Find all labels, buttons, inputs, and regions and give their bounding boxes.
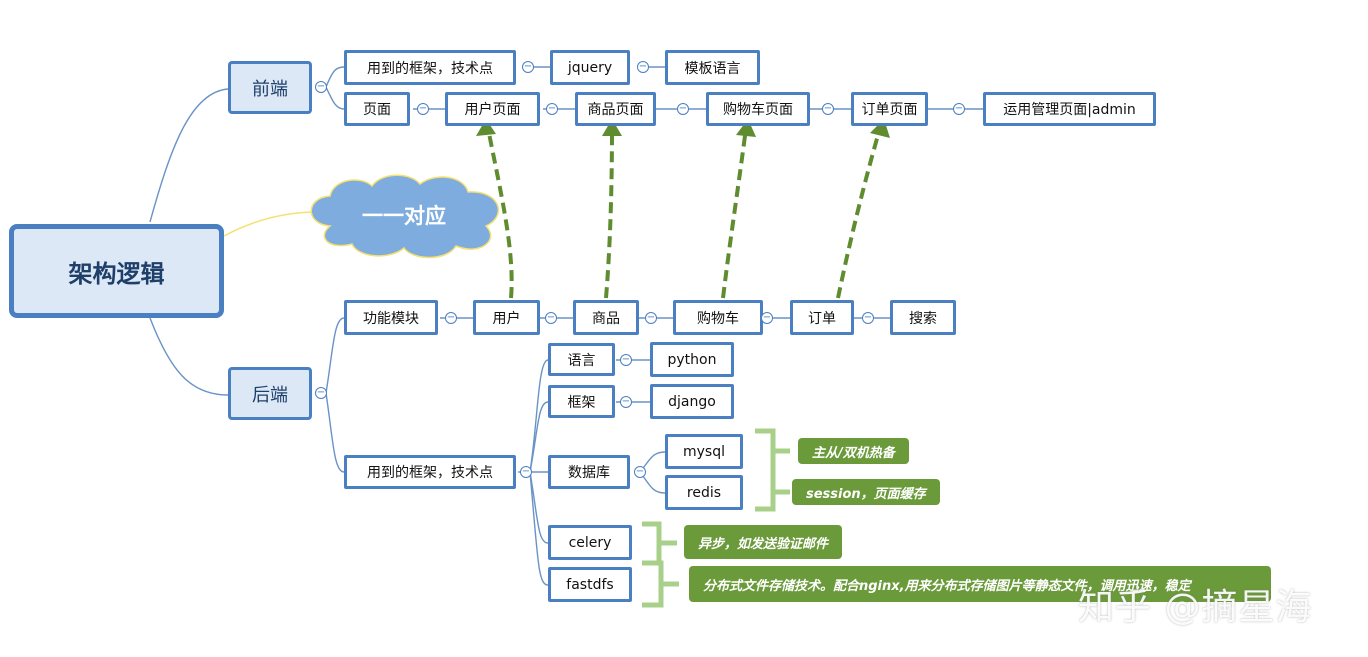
bracket — [642, 560, 664, 608]
connector — [529, 471, 549, 544]
python-node[interactable]: python — [650, 342, 734, 377]
collapse-toggle-icon[interactable]: − — [637, 61, 649, 73]
fastdfs-note: 分布式文件存储技术。配合nginx,用来分布式存储图片等静态文件，调用迅速，稳定 — [689, 566, 1271, 602]
cloud-shape — [310, 174, 500, 259]
connector — [529, 471, 549, 586]
collapse-toggle-icon[interactable]: − — [520, 466, 532, 478]
module-cart-node[interactable]: 购物车 — [673, 300, 763, 335]
order-page-node[interactable]: 订单页面 — [851, 92, 928, 126]
product-page-node[interactable]: 商品页面 — [575, 92, 656, 126]
user-page-node[interactable]: 用户页面 — [445, 92, 540, 126]
jquery-node[interactable]: jquery — [550, 50, 630, 85]
celery-note: 异步，如发送验证邮件 — [684, 525, 843, 559]
collapse-toggle-icon[interactable]: − — [862, 312, 874, 324]
connector — [149, 88, 229, 223]
admin-page-node[interactable]: 运用管理页面|admin — [983, 92, 1156, 126]
arrowhead — [602, 119, 622, 136]
collapse-toggle-icon[interactable]: − — [620, 396, 632, 408]
arrowhead — [476, 119, 496, 136]
framework-node[interactable]: 框架 — [548, 385, 615, 418]
collapse-toggle-icon[interactable]: − — [677, 103, 689, 115]
cloud-link — [223, 211, 319, 237]
collapse-toggle-icon[interactable]: − — [620, 354, 632, 366]
collapse-toggle-icon[interactable]: − — [634, 466, 646, 478]
redis-note: session，页面缓存 — [792, 479, 940, 505]
frontend-node[interactable]: 前端 — [228, 61, 312, 114]
connector — [325, 317, 345, 394]
connector — [325, 66, 345, 88]
collapse-toggle-icon[interactable]: − — [953, 103, 965, 115]
fastdfs-node[interactable]: fastdfs — [548, 567, 632, 602]
root-node[interactable]: 架构逻辑 — [9, 224, 224, 318]
collapse-toggle-icon[interactable]: − — [315, 81, 327, 93]
connector — [529, 401, 549, 473]
connector — [325, 86, 345, 110]
module-order-node[interactable]: 订单 — [790, 300, 854, 335]
collapse-toggle-icon[interactable]: − — [315, 387, 327, 399]
template-language-node[interactable]: 模板语言 — [665, 50, 760, 85]
bracket — [642, 521, 662, 566]
collapse-toggle-icon[interactable]: − — [417, 103, 429, 115]
django-node[interactable]: django — [650, 384, 734, 419]
mapping-arrow — [604, 127, 614, 299]
mapping-arrow — [836, 127, 882, 299]
collapse-toggle-icon[interactable]: − — [645, 312, 657, 324]
connector — [149, 317, 229, 396]
module-user-node[interactable]: 用户 — [473, 300, 540, 335]
backend-node[interactable]: 后端 — [228, 367, 312, 420]
collapse-toggle-icon[interactable]: − — [822, 103, 834, 115]
watermark: 知乎 @摘星海 — [1078, 587, 1313, 628]
backend-tech-node[interactable]: 用到的框架，技术点 — [344, 455, 516, 489]
module-search-node[interactable]: 搜索 — [890, 300, 956, 335]
connector — [325, 392, 345, 473]
frontend-tech-node[interactable]: 用到的框架，技术点 — [344, 50, 516, 85]
collapse-toggle-icon[interactable]: − — [445, 312, 457, 324]
modules-node[interactable]: 功能模块 — [344, 300, 438, 335]
database-node[interactable]: 数据库 — [548, 455, 630, 489]
mapping-arrow — [486, 127, 514, 299]
collapse-toggle-icon[interactable]: − — [545, 312, 557, 324]
mapping-arrow — [721, 127, 748, 299]
arrowhead — [736, 119, 756, 137]
collapse-toggle-icon[interactable]: − — [522, 61, 534, 73]
module-product-node[interactable]: 商品 — [573, 300, 639, 335]
collapse-toggle-icon[interactable]: − — [761, 312, 773, 324]
language-node[interactable]: 语言 — [548, 343, 615, 376]
cart-page-node[interactable]: 购物车页面 — [706, 92, 810, 126]
mysql-node[interactable]: mysql — [665, 434, 743, 469]
redis-node[interactable]: redis — [665, 475, 743, 510]
cloud-label: 一一对应 — [362, 204, 446, 228]
pages-node[interactable]: 页面 — [344, 92, 410, 126]
bracket — [755, 428, 776, 512]
mysql-note: 主从/双机热备 — [798, 438, 909, 464]
collapse-toggle-icon[interactable]: − — [546, 103, 558, 115]
celery-node[interactable]: celery — [548, 525, 632, 560]
